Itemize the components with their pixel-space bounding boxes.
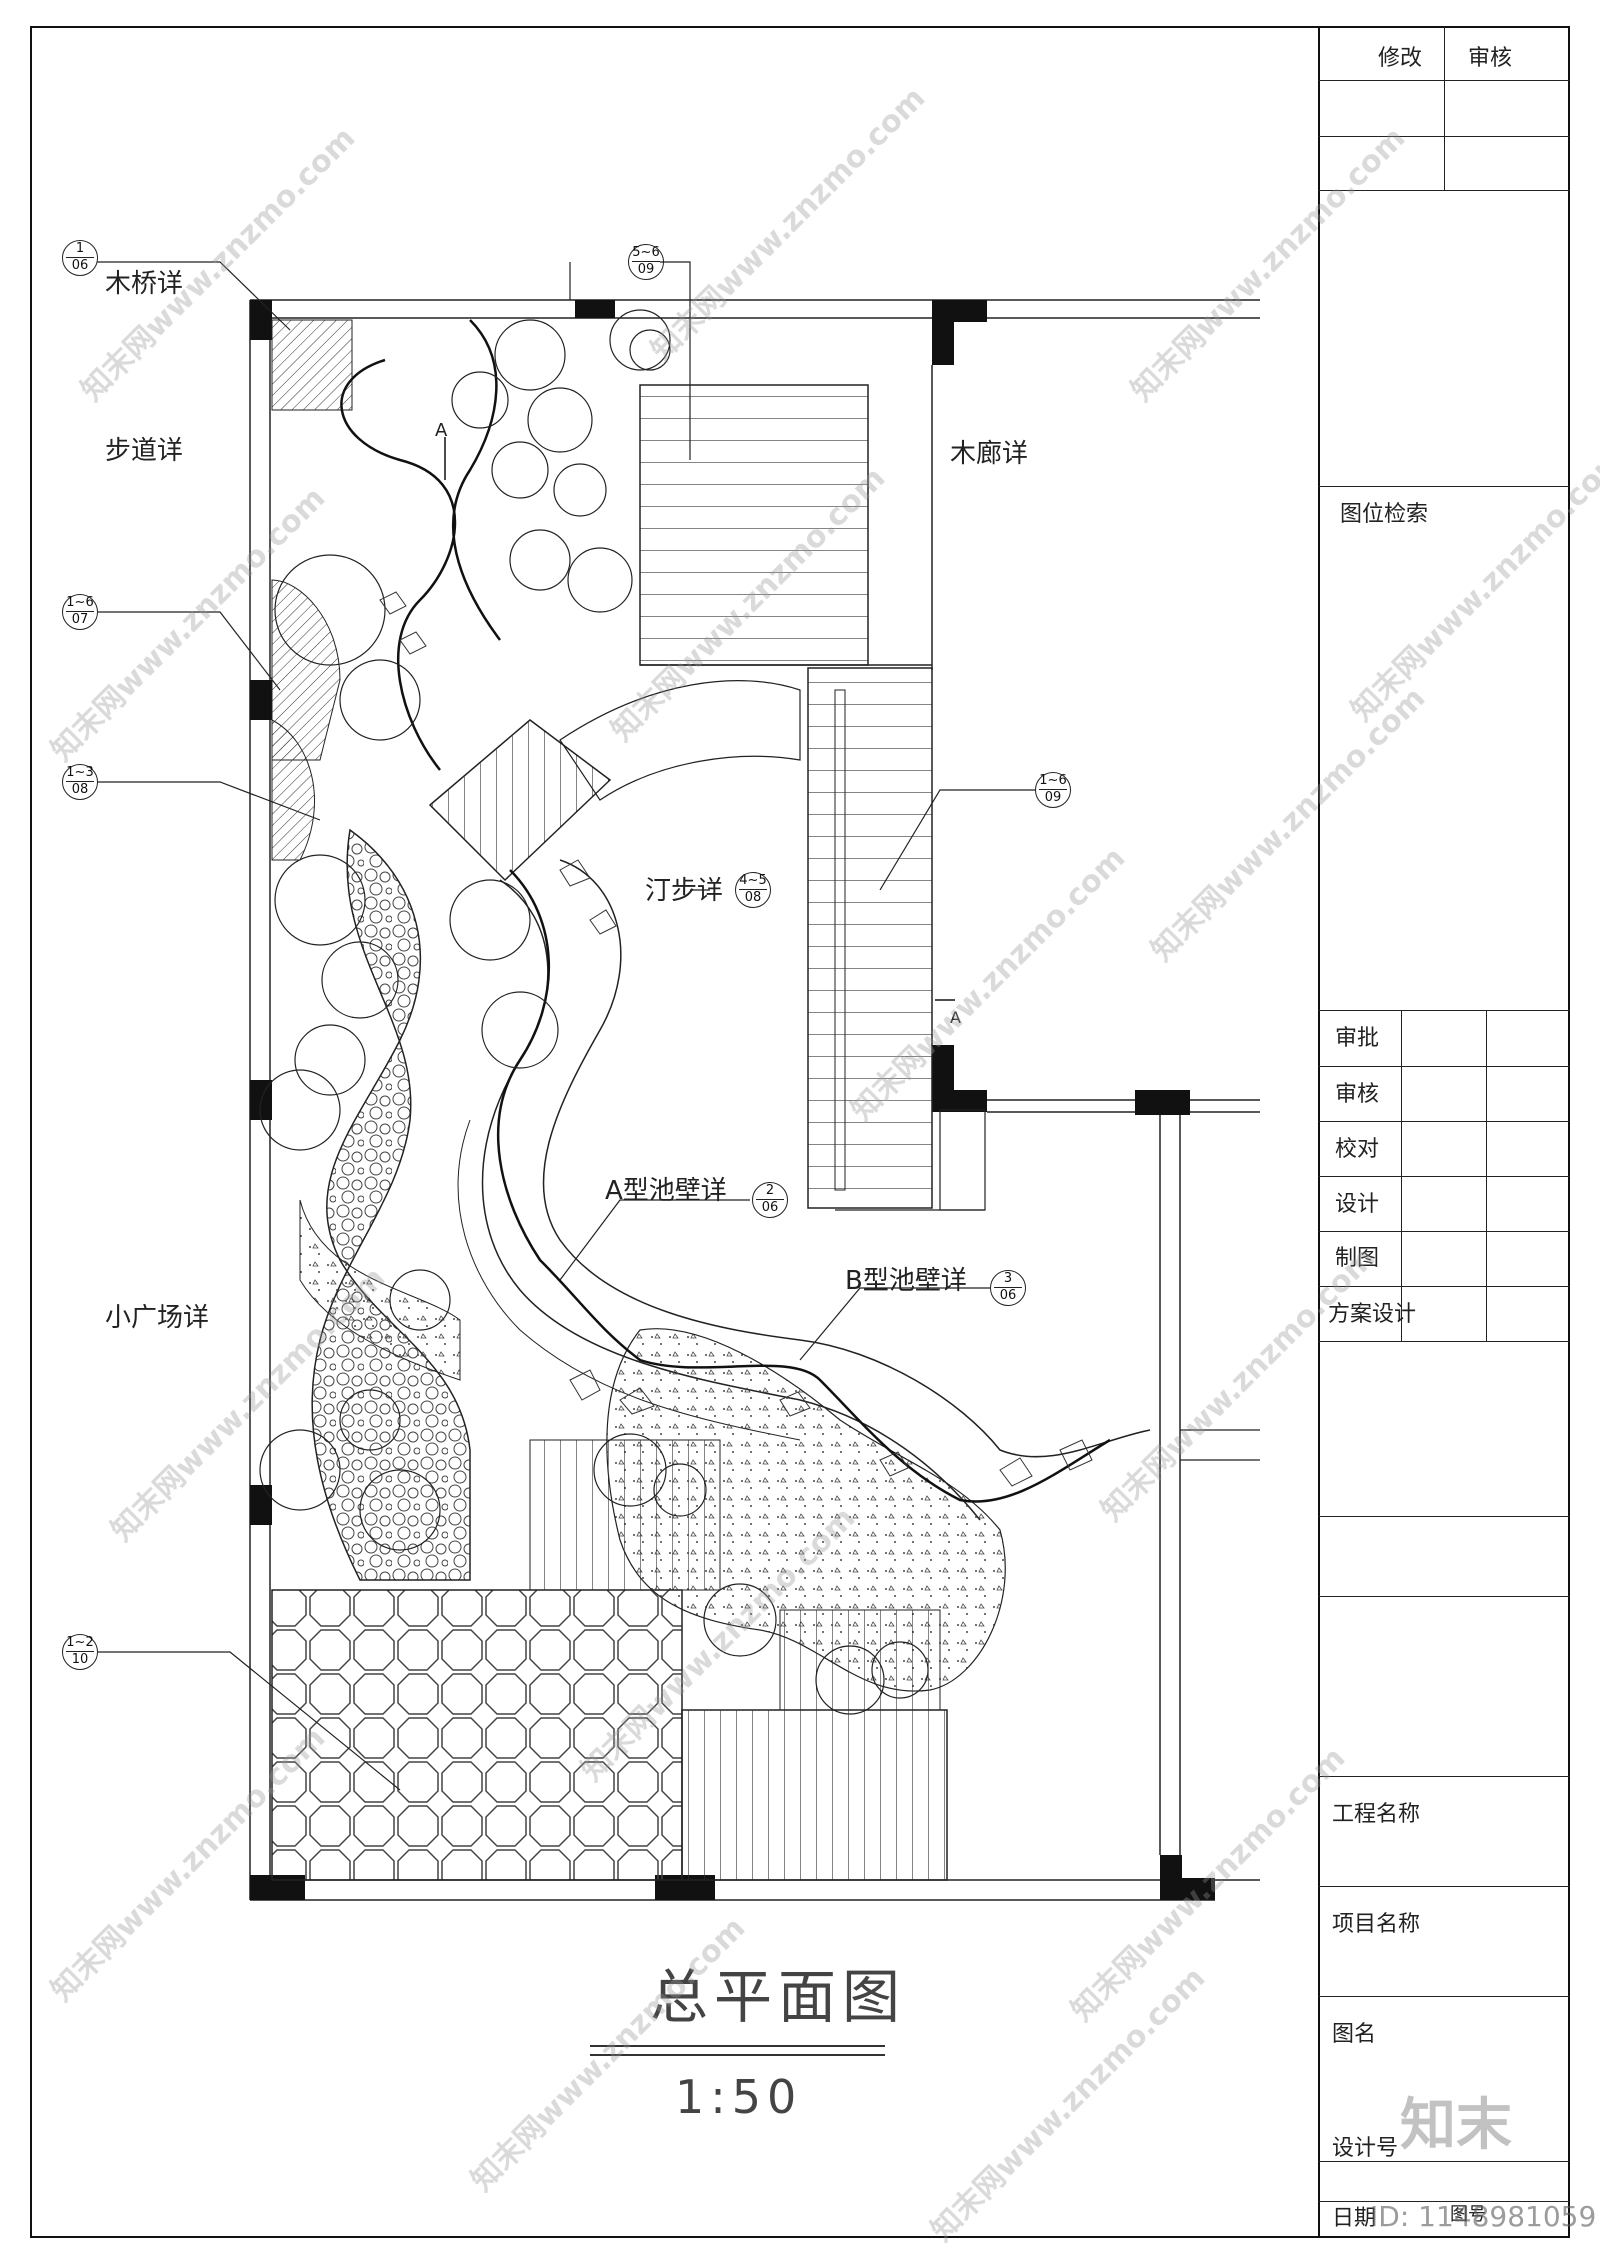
title-block-review-top: 审核 [1468, 46, 1513, 71]
drawing-sheet-border [30, 26, 1570, 2238]
title-block-design-no: 设计号 [1332, 2136, 1399, 2161]
drawing-scale: 1:50 [675, 2070, 803, 2124]
section-marker-a-right: A [950, 1008, 961, 1027]
title-block-project: 工程名称 [1332, 1802, 1421, 1827]
title-block-draft: 制图 [1335, 1246, 1380, 1271]
drawing-title: 总平面图 [650, 1963, 907, 2031]
title-underline [590, 2045, 885, 2047]
stepping-stones-label: 汀步详 [645, 876, 724, 906]
title-block-design: 设计 [1335, 1192, 1380, 1217]
title-block-scheme: 方案设计 [1328, 1302, 1417, 1327]
pool-wall-b-label: B型池壁详 [845, 1266, 967, 1296]
watermark-id: ID: 1148981059 [1370, 2200, 1597, 2233]
title-block-index: 图位检索 [1340, 502, 1429, 527]
title-block-item: 项目名称 [1332, 1912, 1421, 1937]
title-block [1318, 26, 1570, 2238]
title-block-check: 校对 [1335, 1137, 1380, 1162]
small-plaza-label: 小广场详 [105, 1303, 210, 1333]
path-detail-label: 步道详 [105, 436, 184, 466]
title-block-date: 日期 [1332, 2206, 1377, 2231]
title-block-drawing-name: 图名 [1332, 2022, 1377, 2047]
title-block-approve: 审批 [1335, 1026, 1380, 1051]
section-marker-a: A [435, 420, 448, 441]
pool-wall-a-label: A型池壁详 [605, 1176, 727, 1206]
wood-bridge-label: 木桥详 [105, 269, 184, 299]
title-block-review: 审核 [1335, 1082, 1380, 1107]
watermark-logo: 知末 [1400, 2093, 1512, 2158]
wood-corridor-label: 木廊详 [950, 439, 1029, 469]
title-block-modify: 修改 [1378, 46, 1423, 71]
title-underline-2 [590, 2054, 885, 2056]
title-block-drawing-no: 图号 [1450, 2204, 1486, 2225]
